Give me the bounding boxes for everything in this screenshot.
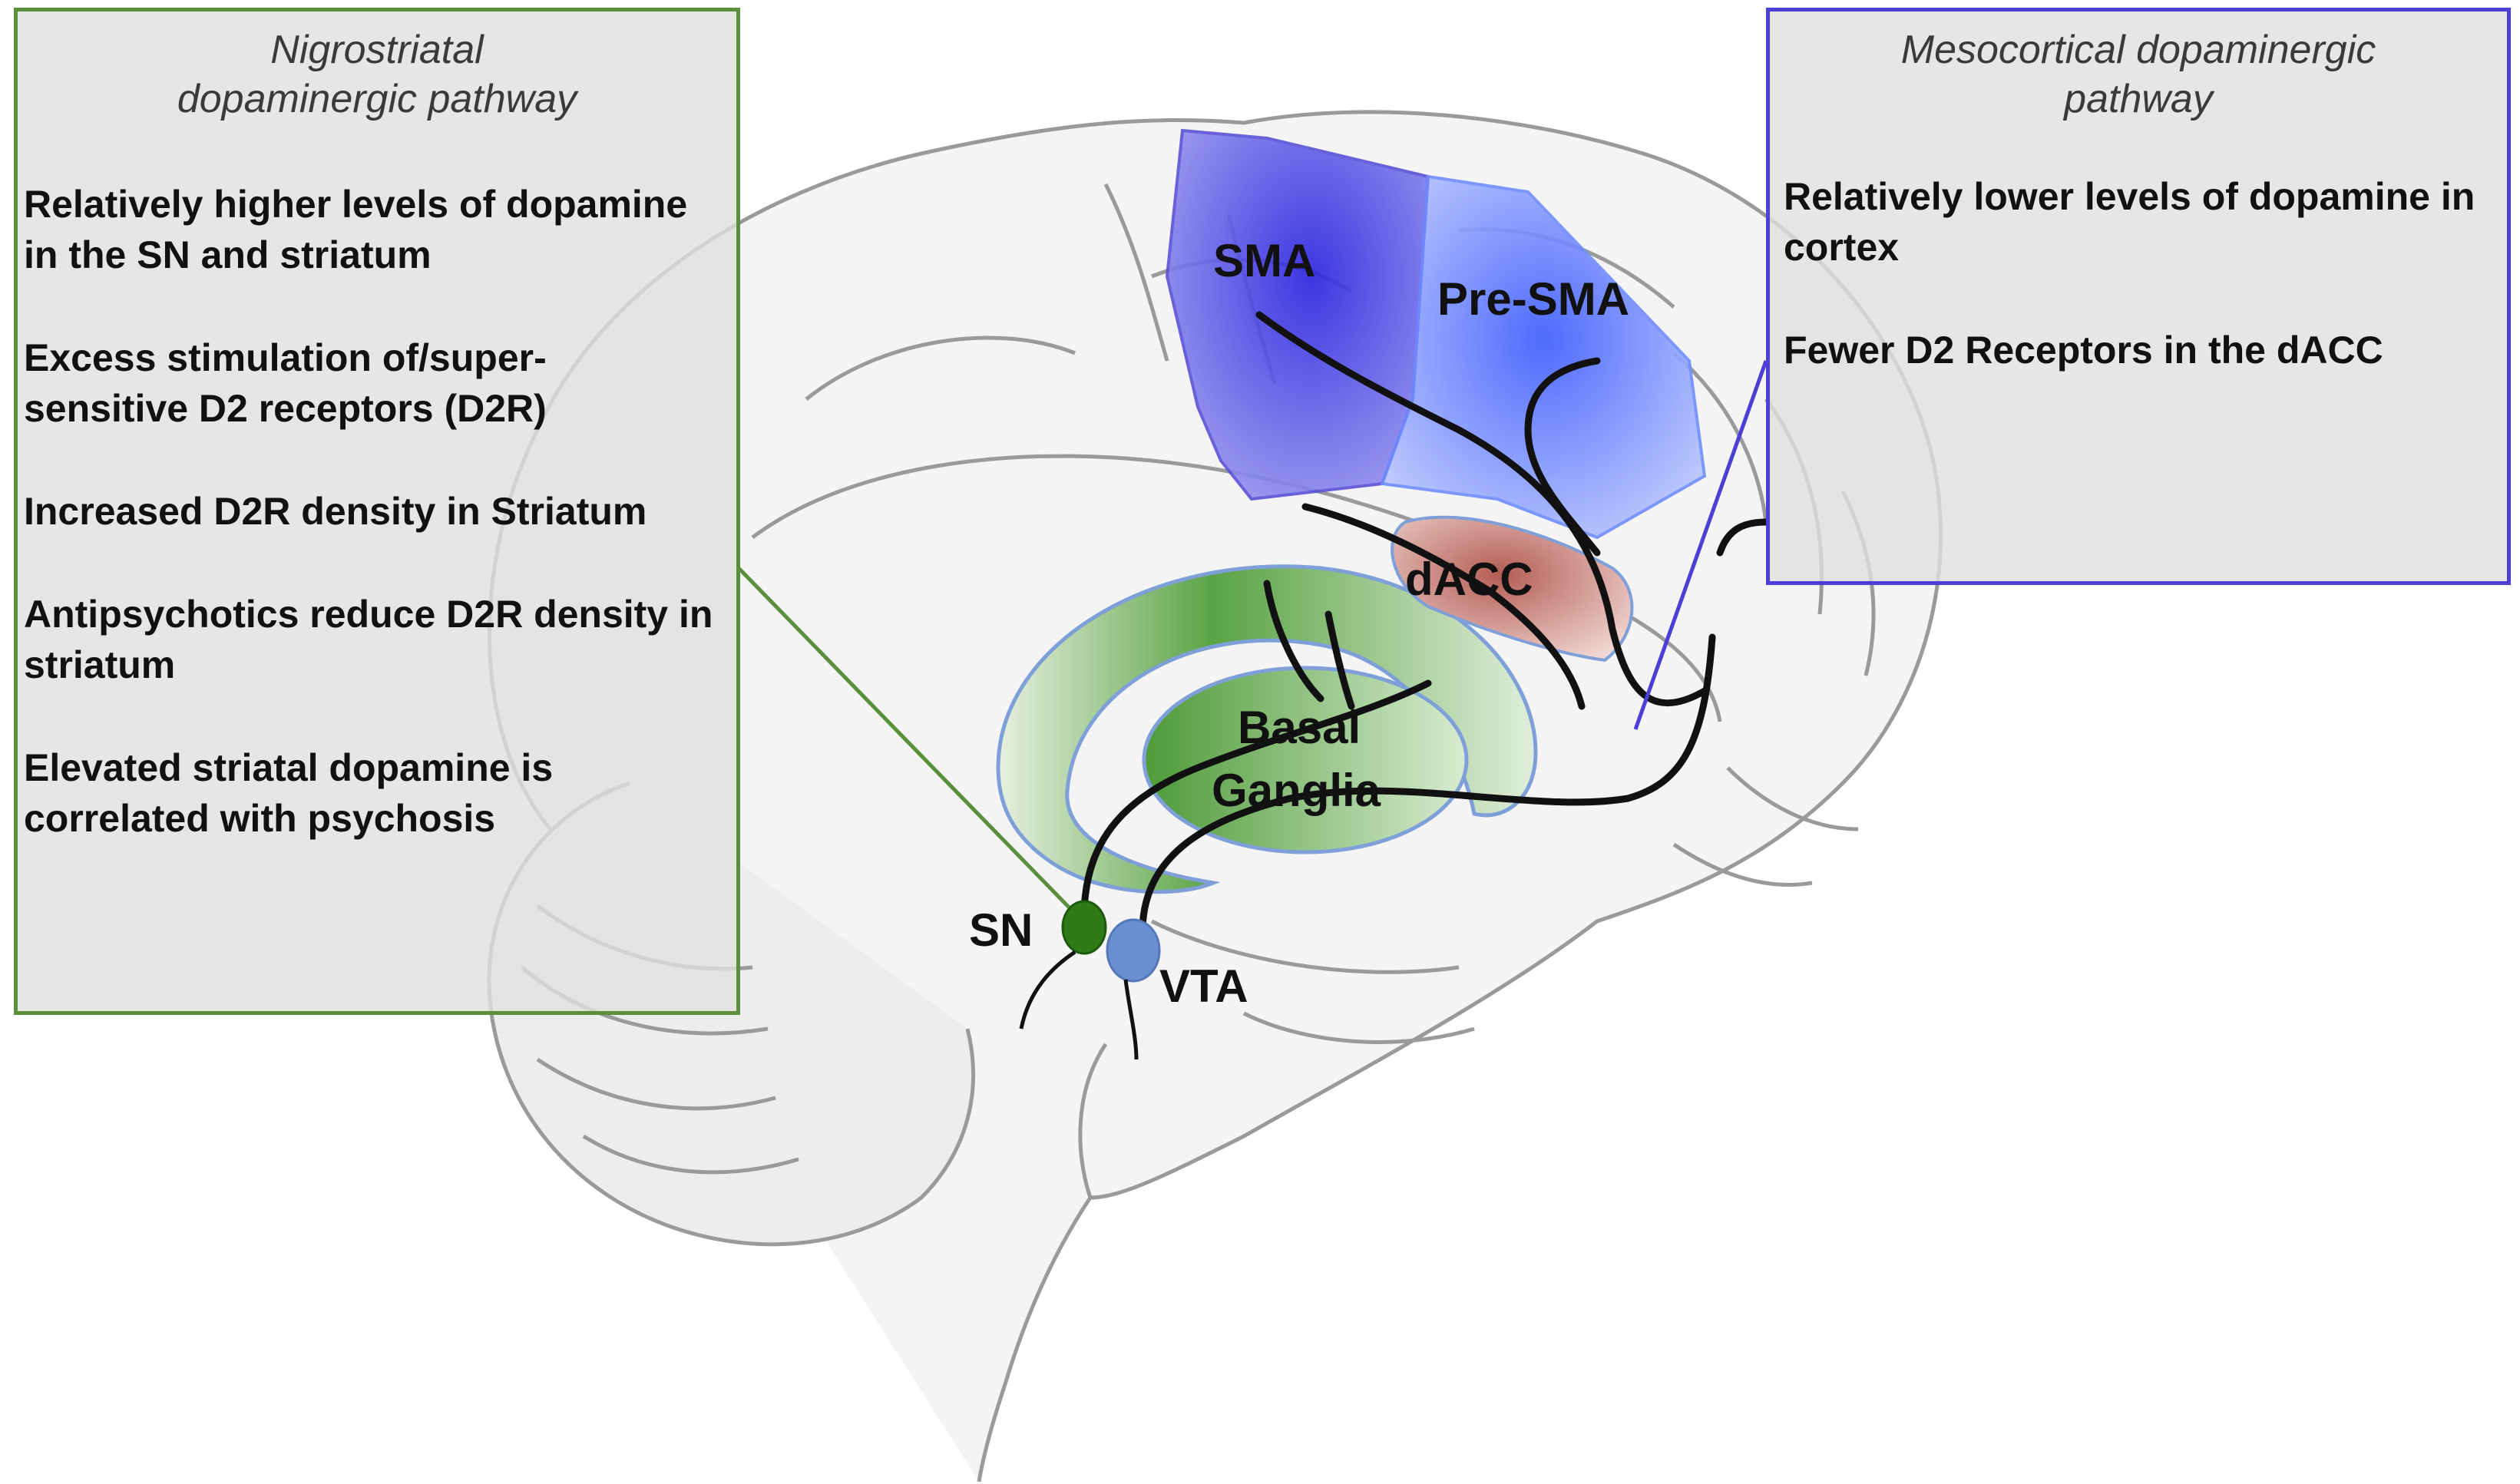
striatum-arc <box>996 564 1538 894</box>
vta-nucleus <box>1106 918 1161 983</box>
mesocortical-panel: Mesocortical dopaminergic pathway Relati… <box>1766 8 2511 585</box>
label-dacc: dACC <box>1405 554 1533 605</box>
nigrostriatal-panel: Nigrostriatal dopaminergic pathway Relat… <box>14 8 740 1015</box>
label-basal-ganglia-2: Ganglia <box>1212 765 1381 816</box>
mesocortical-connector <box>1633 360 1768 730</box>
nigrostriatal-point-1: Relatively higher levels of dopamine in … <box>24 183 688 276</box>
mesocortical-point-1: Relatively lower levels of dopamine in c… <box>1784 175 2475 269</box>
label-sn: SN <box>969 904 1033 956</box>
vta-tail <box>1123 979 1139 1060</box>
label-basal-ganglia-1: Basal <box>1238 702 1361 753</box>
basal-ganglia-region <box>1142 666 1469 854</box>
dacc-region <box>1391 515 1634 663</box>
mesocortical-point-2: Fewer D2 Receptors in the dACC <box>1784 329 2383 372</box>
sma-region <box>1165 128 1430 501</box>
label-sma: SMA <box>1213 235 1315 286</box>
nigrostriatal-connector <box>737 567 1080 919</box>
pre-sma-region <box>1380 174 1707 540</box>
nigrostriatal-panel-title: Nigrostriatal dopaminergic pathway <box>177 28 577 121</box>
nigrostriatal-point-3: Increased D2R density in Striatum <box>24 490 647 533</box>
nigrostriatal-point-2: Excess stimulation of/super-sensitive D2… <box>24 336 547 430</box>
pathway-fibers <box>1080 311 1770 933</box>
mesocortical-panel-title: Mesocortical dopaminergic pathway <box>1900 28 2376 121</box>
sn-nucleus <box>1061 900 1107 955</box>
label-vta: VTA <box>1159 960 1248 1012</box>
nigrostriatal-point-5: Elevated striatal dopamine is correlated… <box>24 746 554 840</box>
label-pre-sma: Pre-SMA <box>1437 273 1629 325</box>
nigrostriatal-point-4: Antipsychotics reduce D2R density in str… <box>24 593 713 686</box>
sn-tail <box>1019 950 1076 1030</box>
